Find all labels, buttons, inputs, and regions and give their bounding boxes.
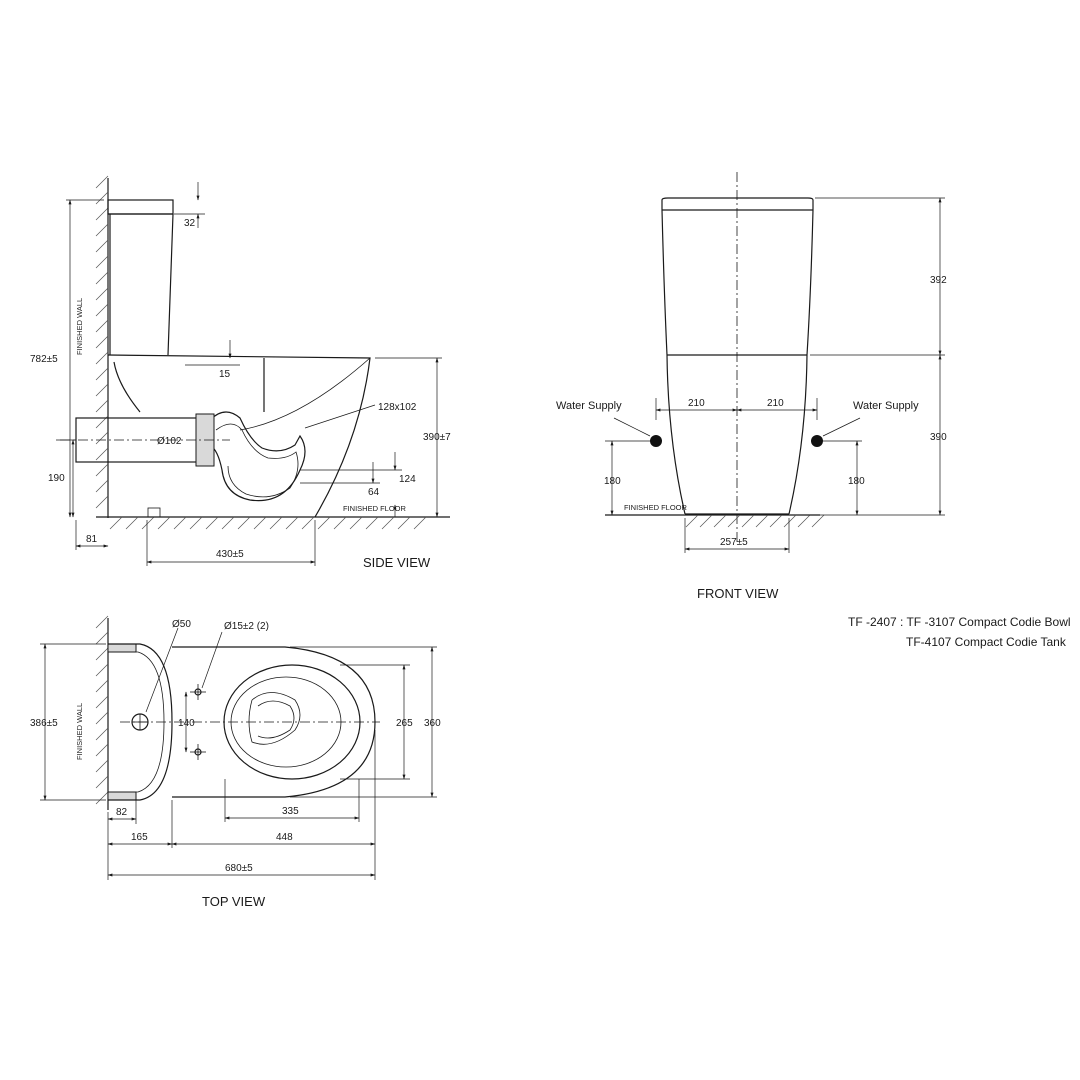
dim-outlet: Ø102	[157, 436, 182, 447]
side-dimensions: 782±5 32 15 Ø102 128x102 390±7 124 64 19	[30, 182, 451, 566]
front-view: FINISHED FLOOR Water Supply Water Supply…	[556, 172, 947, 601]
dim-15: 15	[219, 369, 231, 380]
top-view: FINISHED WALL	[30, 615, 441, 909]
top-dimensions: Ø50 Ø15±2 (2) 386±5 140 265 360 82 335	[30, 619, 441, 880]
dim-392: 392	[930, 275, 947, 286]
front-floor-label: FINISHED FLOOR	[624, 503, 688, 512]
dim-210-left: 210	[688, 398, 705, 409]
dim-180-left: 180	[604, 476, 621, 487]
dim-190: 190	[48, 473, 65, 484]
dim-680: 680±5	[225, 863, 253, 874]
dim-82: 82	[116, 807, 128, 818]
dim-386: 386±5	[30, 718, 58, 729]
dim-265: 265	[396, 718, 413, 729]
top-view-title: TOP VIEW	[202, 894, 266, 909]
dim-360: 360	[424, 718, 441, 729]
water-supply-right-label: Water Supply	[853, 400, 919, 412]
dim-210-right: 210	[767, 398, 784, 409]
dim-180-right: 180	[848, 476, 865, 487]
front-tank	[661, 197, 814, 356]
top-wall-label: FINISHED WALL	[75, 703, 84, 760]
model-notes: TF -2407 : TF -3107 Compact Codie Bowl T…	[848, 615, 1071, 649]
dim-390: 390	[930, 432, 947, 443]
dim-15x2: Ø15±2 (2)	[224, 621, 269, 632]
dim-782: 782±5	[30, 354, 58, 365]
model-line-1: TF -2407 : TF -3107 Compact Codie Bowl	[848, 615, 1071, 629]
dim-128x102: 128x102	[378, 402, 417, 413]
dim-335: 335	[282, 806, 299, 817]
side-view-title: SIDE VIEW	[363, 555, 431, 570]
front-view-title: FRONT VIEW	[697, 586, 779, 601]
water-supply-left-label: Water Supply	[556, 400, 622, 412]
front-dimensions: 210 210 392 390 180 180 257±5	[604, 197, 947, 553]
top-bowl	[120, 646, 380, 798]
model-line-2: TF-4107 Compact Codie Tank	[906, 635, 1067, 649]
dim-64: 64	[368, 487, 380, 498]
side-wall-label: FINISHED WALL	[75, 298, 84, 355]
dim-124: 124	[399, 474, 416, 485]
side-floor-label: FINISHED FLOOR	[343, 504, 407, 513]
side-wall: FINISHED WALL	[75, 175, 109, 518]
dim-50: Ø50	[172, 619, 191, 630]
dim-257: 257±5	[720, 537, 748, 548]
top-wall: FINISHED WALL	[75, 615, 109, 810]
water-supply-right: Water Supply	[811, 400, 919, 447]
dim-390-7: 390±7	[423, 432, 451, 443]
dim-448: 448	[276, 832, 293, 843]
dim-430: 430±5	[216, 549, 244, 560]
dim-32: 32	[184, 218, 196, 229]
front-bowl	[666, 354, 808, 515]
dim-165: 165	[131, 832, 148, 843]
dim-140: 140	[178, 718, 195, 729]
side-tank	[107, 199, 174, 356]
water-supply-left: Water Supply	[556, 400, 662, 447]
side-view: FINISHED WALL FINISHED FLOOR	[30, 175, 451, 570]
front-floor: FINISHED FLOOR	[605, 503, 825, 528]
side-bowl	[60, 354, 371, 518]
dim-81: 81	[86, 534, 98, 545]
